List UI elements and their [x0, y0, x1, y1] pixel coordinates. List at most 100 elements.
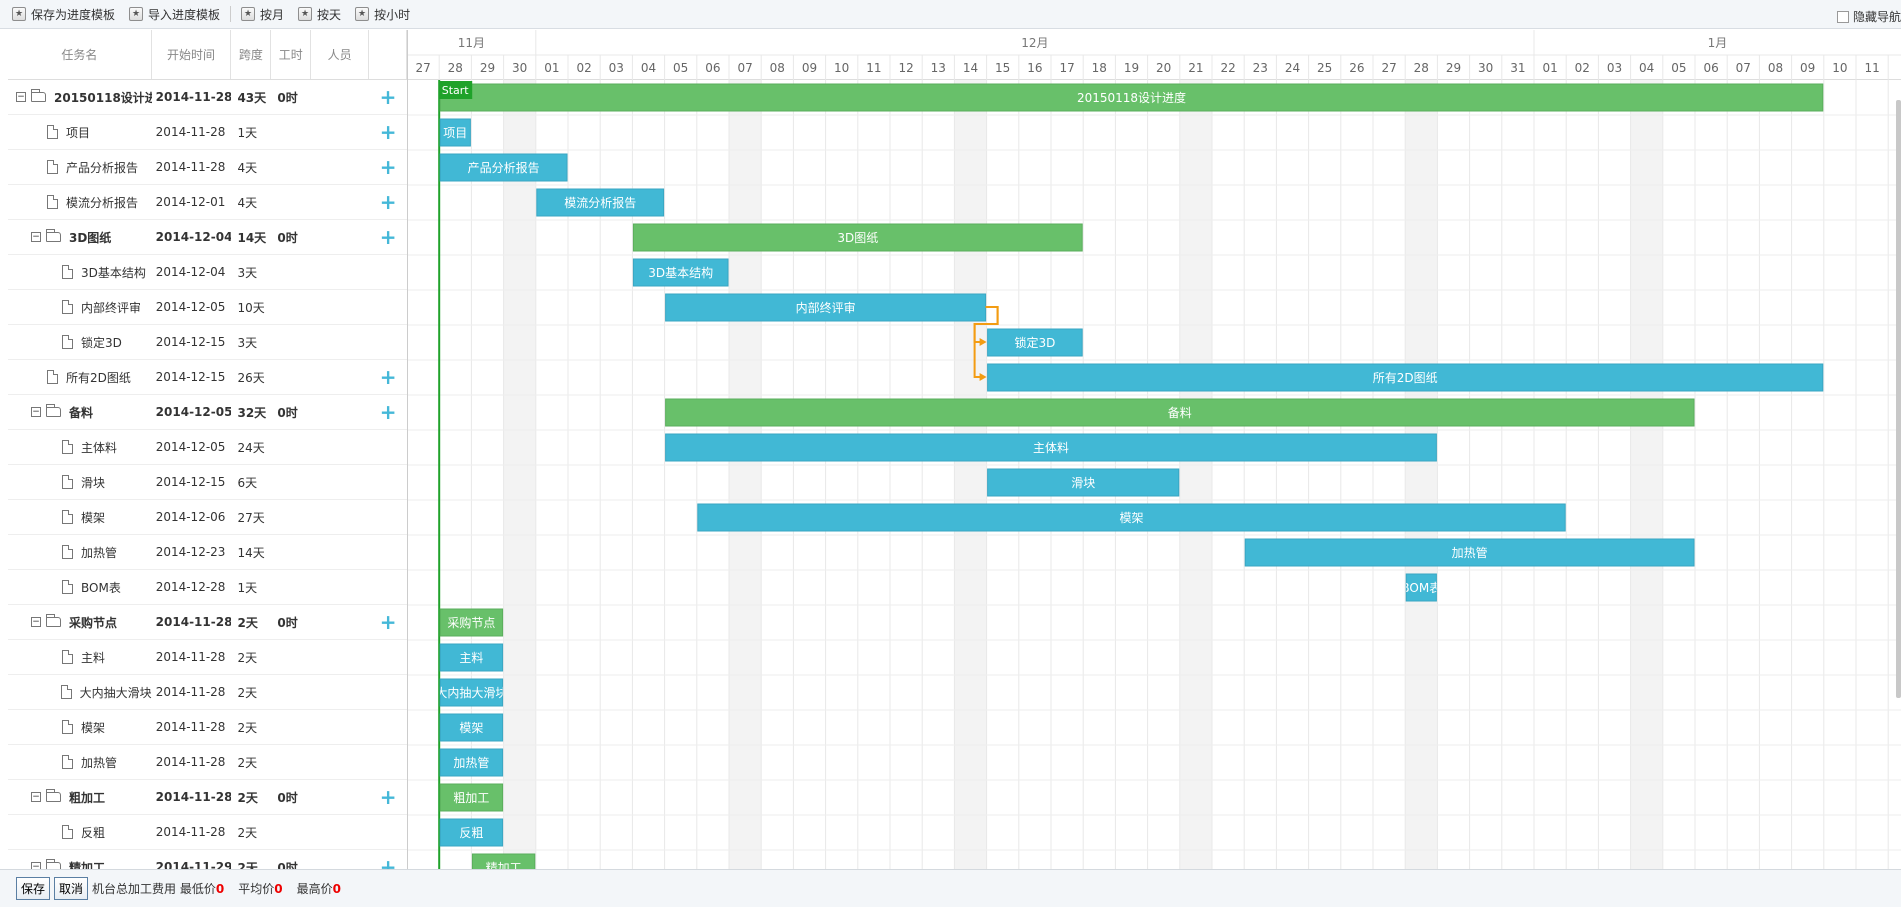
collapse-toggle-icon[interactable]: −: [31, 617, 41, 627]
import-template-button[interactable]: ★ 导入进度模板: [129, 6, 220, 23]
column-header-start-time[interactable]: 开始时间: [152, 30, 232, 79]
task-name-cell[interactable]: 加热管: [8, 544, 152, 561]
save-as-template-button[interactable]: ★ 保存为进度模板: [12, 6, 115, 23]
gantt-bar[interactable]: [439, 118, 471, 147]
hide-navigation-toggle[interactable]: 隐藏导航: [1836, 8, 1901, 25]
gantt-bar[interactable]: [439, 678, 504, 707]
task-name-cell[interactable]: −20150118设计进度: [8, 89, 152, 106]
task-name-cell[interactable]: 项目: [8, 124, 152, 141]
vertical-scrollbar[interactable]: [1896, 100, 1901, 698]
collapse-toggle-icon[interactable]: −: [16, 92, 26, 102]
gantt-bar[interactable]: [1405, 573, 1437, 602]
task-name-cell[interactable]: 主体料: [8, 439, 152, 456]
task-name-cell[interactable]: 内部终评审: [8, 299, 152, 316]
task-name-cell[interactable]: BOM表: [8, 579, 152, 596]
add-subtask-icon[interactable]: +: [379, 192, 397, 212]
gantt-bar[interactable]: [987, 328, 1083, 357]
task-name-cell[interactable]: 模流分析报告: [8, 194, 152, 211]
gantt-bar[interactable]: [439, 818, 504, 847]
task-name-cell[interactable]: 产品分析报告: [8, 159, 152, 176]
gantt-bar[interactable]: [987, 468, 1180, 497]
column-header-task-name[interactable]: 任务名: [8, 30, 152, 79]
add-subtask-icon[interactable]: +: [379, 612, 397, 632]
collapse-toggle-icon[interactable]: −: [31, 232, 41, 242]
task-name-cell[interactable]: −3D图纸: [8, 229, 152, 246]
view-by-hour-button[interactable]: ★ 按小时: [355, 6, 410, 23]
column-header-work-hours[interactable]: 工时: [271, 30, 312, 79]
gantt-bar[interactable]: [439, 748, 504, 777]
add-subtask-icon[interactable]: +: [379, 87, 397, 107]
task-name-cell[interactable]: −采购节点: [8, 614, 152, 631]
task-name-cell[interactable]: 模架: [8, 719, 152, 736]
add-subtask-icon[interactable]: +: [379, 157, 397, 177]
add-subtask-icon[interactable]: +: [379, 122, 397, 142]
task-name-cell[interactable]: −粗加工: [8, 789, 152, 806]
task-name-cell[interactable]: 3D基本结构: [8, 264, 152, 281]
gantt-bar[interactable]: [439, 153, 568, 182]
add-subtask-icon[interactable]: +: [379, 367, 397, 387]
add-subtask-icon[interactable]: +: [379, 227, 397, 247]
save-button[interactable]: 保存: [16, 877, 51, 900]
gantt-bar[interactable]: [632, 258, 729, 287]
view-by-month-button[interactable]: ★ 按月: [241, 6, 284, 23]
task-name-cell[interactable]: −备料: [8, 404, 152, 421]
gantt-bar[interactable]: [439, 608, 504, 637]
gantt-bar[interactable]: [697, 503, 1566, 532]
gantt-bar[interactable]: [439, 643, 504, 672]
gantt-bar[interactable]: [471, 853, 536, 869]
collapse-toggle-icon[interactable]: −: [31, 862, 41, 869]
gantt-bar[interactable]: [1244, 538, 1695, 567]
task-name-cell[interactable]: 加热管: [8, 754, 152, 771]
cancel-button[interactable]: 取消: [54, 877, 89, 900]
view-by-day-button[interactable]: ★ 按天: [298, 6, 341, 23]
column-header-duration[interactable]: 跨度: [231, 30, 272, 79]
task-name-cell[interactable]: 大内抽大滑块: [8, 684, 152, 701]
gantt-bar[interactable]: [665, 293, 987, 322]
gantt-bar[interactable]: [665, 433, 1437, 462]
add-subtask-icon[interactable]: +: [379, 787, 397, 807]
task-name-cell[interactable]: 滑块: [8, 474, 152, 491]
task-name-cell[interactable]: 模架: [8, 509, 152, 526]
hide-navigation-checkbox[interactable]: [1836, 10, 1849, 23]
add-subtask-icon[interactable]: +: [379, 402, 397, 422]
gantt-bar[interactable]: [536, 188, 665, 217]
gantt-bar[interactable]: [439, 83, 1824, 112]
task-name-cell[interactable]: 锁定3D: [8, 334, 152, 351]
task-name-cell[interactable]: 反粗: [8, 824, 152, 841]
task-name-cell[interactable]: 所有2D图纸: [8, 369, 152, 386]
gantt-bar[interactable]: [439, 713, 504, 742]
collapse-toggle-icon[interactable]: −: [31, 792, 41, 802]
gantt-bar[interactable]: [632, 223, 1083, 252]
task-name-cell[interactable]: 主料: [8, 649, 152, 666]
column-header-personnel[interactable]: 人员: [311, 30, 370, 79]
gantt-bar[interactable]: [439, 783, 504, 812]
add-subtask-icon[interactable]: +: [379, 857, 397, 869]
gantt-bar[interactable]: [987, 363, 1824, 392]
gantt-bar[interactable]: [665, 398, 1695, 427]
task-name-cell[interactable]: −精加工: [8, 859, 152, 869]
collapse-toggle-icon[interactable]: −: [31, 407, 41, 417]
